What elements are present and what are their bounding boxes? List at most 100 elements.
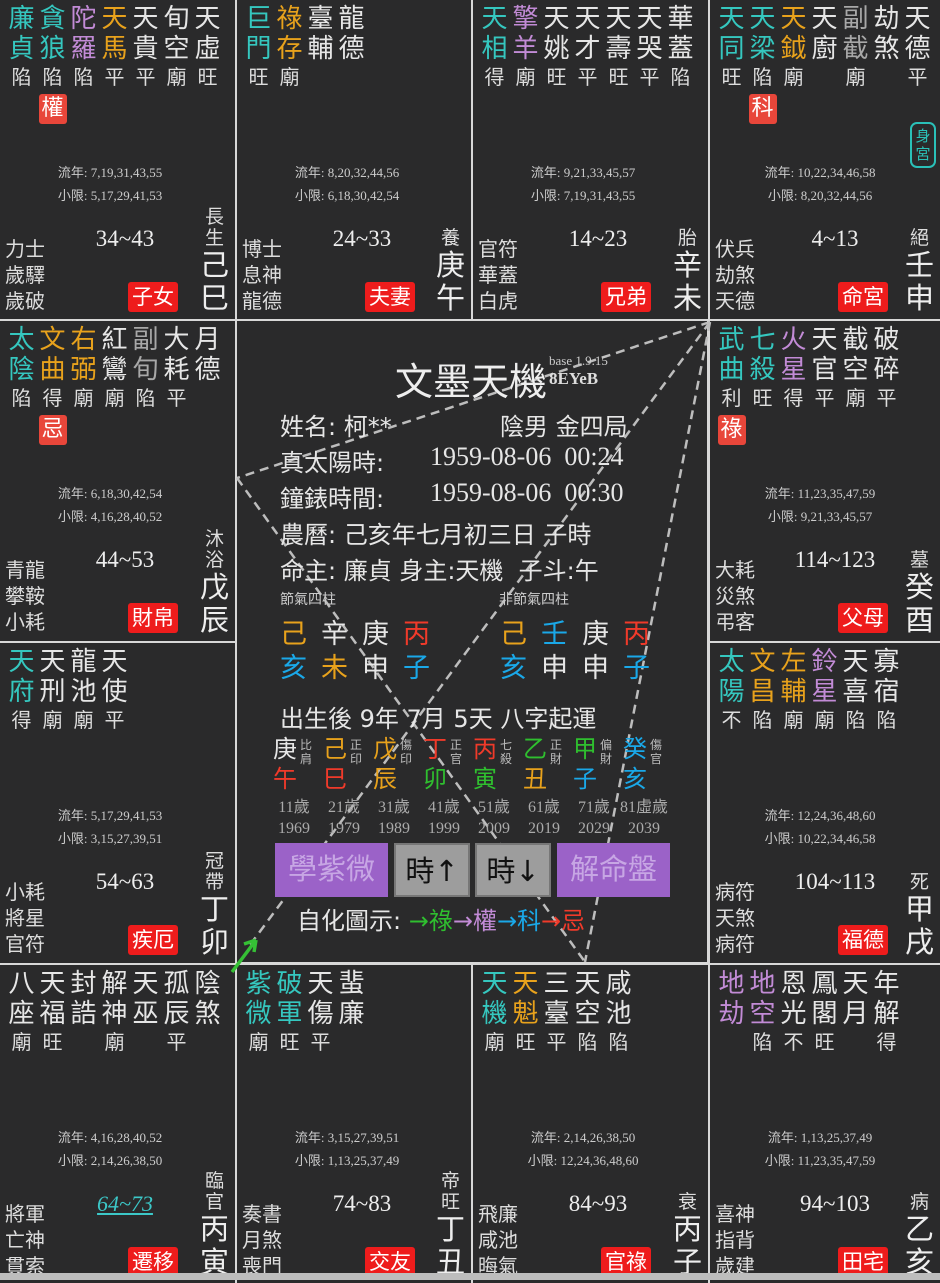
star[interactable]: 天傷平 — [305, 969, 336, 1055]
star[interactable]: 天廚 — [809, 4, 840, 124]
star[interactable]: 巨門旺 — [243, 4, 274, 90]
star[interactable]: 咸池陷 — [603, 969, 634, 1055]
palace-name[interactable]: 財帛 — [128, 603, 178, 633]
palace-name[interactable]: 兄弟 — [601, 282, 651, 312]
star[interactable]: 陰煞 — [192, 969, 223, 1055]
palace-name[interactable]: 遷移 — [128, 1247, 178, 1277]
palace-name[interactable]: 子女 — [128, 282, 178, 312]
star[interactable]: 臺輔 — [305, 4, 336, 90]
star[interactable]: 天梁陷科 — [747, 4, 778, 124]
star[interactable]: 破碎平 — [871, 325, 902, 445]
star[interactable]: 文昌陷 — [747, 647, 778, 733]
star[interactable]: 天哭平 — [634, 4, 665, 90]
star[interactable]: 蜚廉 — [336, 969, 367, 1055]
star[interactable]: 天虛旺 — [192, 4, 223, 124]
learn-ziwei-button[interactable]: 學紫微 — [275, 843, 388, 897]
star[interactable]: 地劫 — [716, 969, 747, 1055]
star[interactable]: 天空陷 — [572, 969, 603, 1055]
palace-申[interactable]: 天同旺天梁陷科天鉞廟天廚副截廟劫煞天德平身宮流年: 10,22,34,46,58… — [710, 0, 940, 319]
star[interactable]: 天府得 — [6, 647, 37, 733]
star[interactable]: 文曲得忌 — [37, 325, 68, 445]
star[interactable]: 大耗平 — [161, 325, 192, 445]
star[interactable]: 天才平 — [572, 4, 603, 90]
star[interactable]: 寡宿陷 — [871, 647, 902, 733]
palace-name[interactable]: 官祿 — [601, 1247, 651, 1277]
star[interactable]: 天喜陷 — [840, 647, 871, 733]
hour-down-button[interactable]: 時↓ — [475, 843, 551, 897]
palace-name[interactable]: 命宮 — [838, 282, 888, 312]
star[interactable]: 地空陷 — [747, 969, 778, 1055]
star[interactable]: 天機廟 — [479, 969, 510, 1055]
star[interactable]: 左輔廟 — [778, 647, 809, 733]
star[interactable]: 火星得 — [778, 325, 809, 445]
star[interactable]: 三臺平 — [541, 969, 572, 1055]
star[interactable]: 七殺旺 — [747, 325, 778, 445]
star[interactable]: 紅鸞廟 — [99, 325, 130, 445]
star-name: 天馬 — [101, 4, 128, 64]
star[interactable]: 天魁旺 — [510, 969, 541, 1055]
star[interactable]: 太陰陷 — [6, 325, 37, 445]
star[interactable]: 截空廟 — [840, 325, 871, 445]
star[interactable]: 太陽不 — [716, 647, 747, 733]
star[interactable]: 華蓋陷 — [665, 4, 696, 90]
star[interactable]: 天福旺 — [37, 969, 68, 1055]
star[interactable]: 年解得 — [871, 969, 902, 1055]
star[interactable]: 天德平 — [902, 4, 933, 124]
star[interactable]: 解神廟 — [99, 969, 130, 1055]
star[interactable]: 祿存廟 — [274, 4, 305, 90]
palace-name[interactable]: 福德 — [838, 925, 888, 955]
star[interactable]: 八座廟 — [6, 969, 37, 1055]
star[interactable]: 孤辰平 — [161, 969, 192, 1055]
star[interactable]: 破軍旺 — [274, 969, 305, 1055]
star[interactable]: 廉貞陷 — [6, 4, 37, 124]
star[interactable]: 天同旺 — [716, 4, 747, 124]
palace-name[interactable]: 交友 — [365, 1247, 415, 1277]
star[interactable]: 武曲利祿 — [716, 325, 747, 445]
star[interactable]: 副旬陷 — [130, 325, 161, 445]
palace-name[interactable]: 父母 — [838, 603, 888, 633]
star[interactable]: 天月 — [840, 969, 871, 1055]
star[interactable]: 天馬平 — [99, 4, 130, 124]
star[interactable]: 天壽旺 — [603, 4, 634, 90]
star[interactable]: 龍池廟 — [68, 647, 99, 733]
star[interactable]: 貪狼陷權 — [37, 4, 68, 124]
star[interactable]: 天貴平 — [130, 4, 161, 124]
star[interactable]: 恩光不 — [778, 969, 809, 1055]
star[interactable]: 天使平 — [99, 647, 130, 733]
star[interactable]: 鈴星廟 — [809, 647, 840, 733]
star[interactable]: 月德 — [192, 325, 223, 445]
star[interactable]: 擎羊廟 — [510, 4, 541, 90]
star[interactable]: 陀羅陷 — [68, 4, 99, 124]
star[interactable]: 龍德 — [336, 4, 367, 90]
star[interactable]: 天姚旺 — [541, 4, 572, 90]
decade-range[interactable]: 64~73 — [97, 1191, 153, 1216]
star[interactable]: 右弼廟 — [68, 325, 99, 445]
star[interactable]: 副截廟 — [840, 4, 871, 124]
hour-up-button[interactable]: 時↑ — [394, 843, 470, 897]
interpret-chart-button[interactable]: 解命盤 — [557, 843, 670, 897]
palace-name[interactable]: 夫妻 — [365, 282, 415, 312]
star[interactable]: 劫煞 — [871, 4, 902, 124]
star[interactable]: 天巫 — [130, 969, 161, 1055]
palace-name[interactable]: 疾厄 — [128, 925, 178, 955]
star[interactable]: 封誥 — [68, 969, 99, 1055]
star[interactable]: 旬空廟 — [161, 4, 192, 124]
star[interactable]: 鳳閣旺 — [809, 969, 840, 1055]
star[interactable]: 天刑廟 — [37, 647, 68, 733]
palace-name[interactable]: 田宅 — [838, 1247, 888, 1277]
star[interactable]: 天官平 — [809, 325, 840, 445]
star[interactable]: 天相得 — [479, 4, 510, 90]
star[interactable]: 紫微廟 — [243, 969, 274, 1055]
star[interactable]: 天鉞廟 — [778, 4, 809, 124]
